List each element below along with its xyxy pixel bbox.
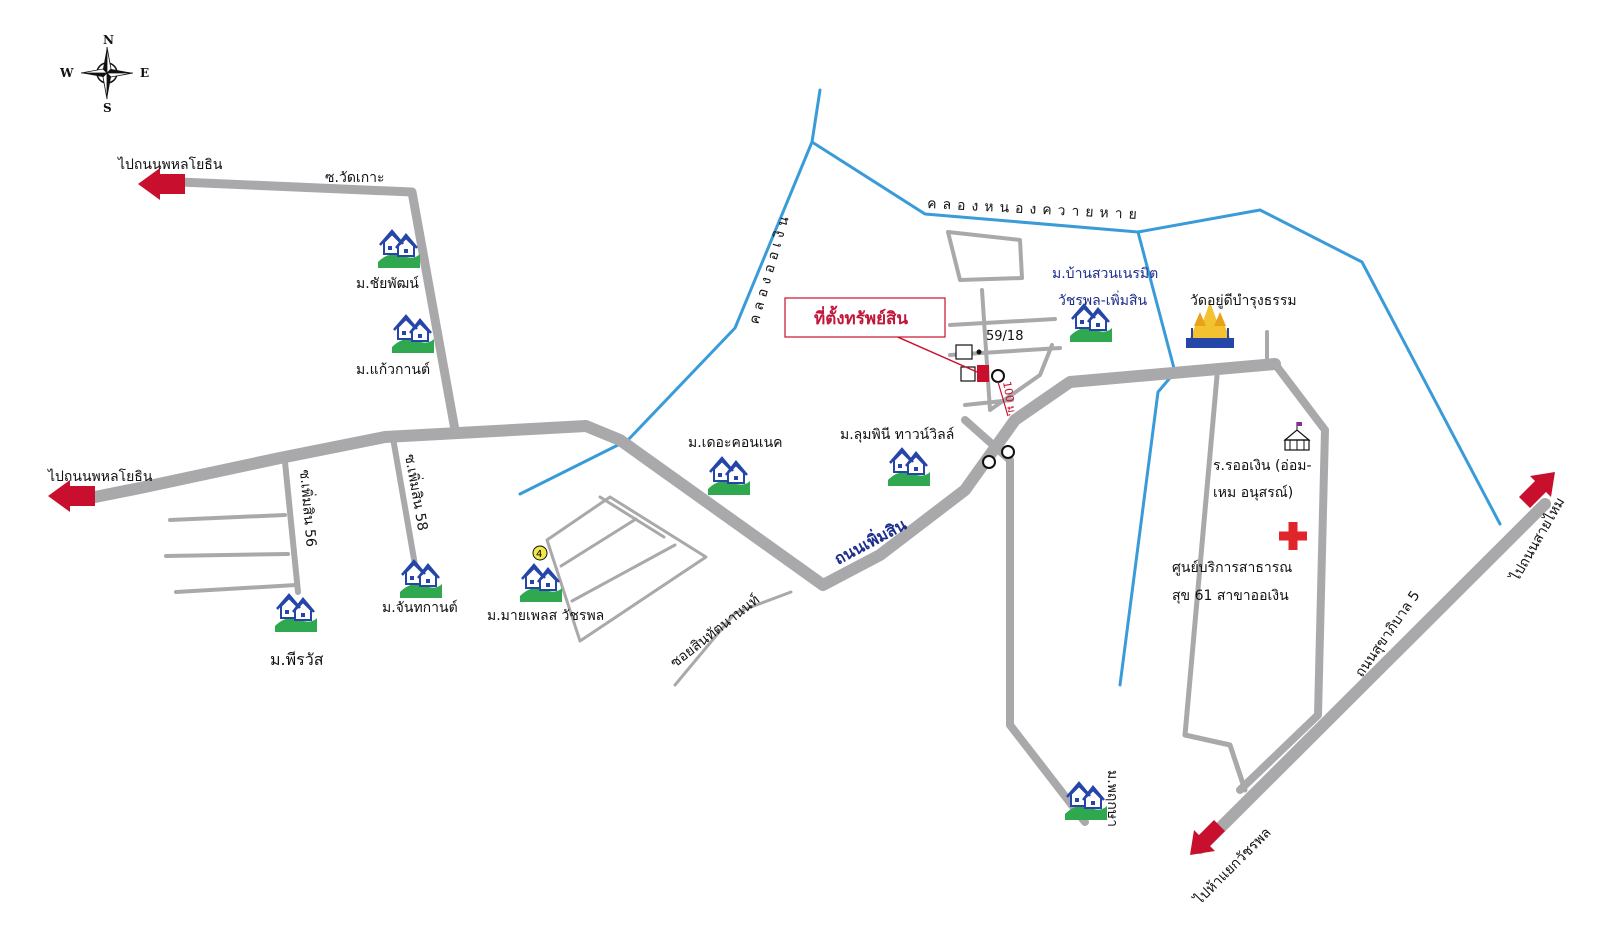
road-suan-spine	[980, 288, 1054, 412]
red-arrows	[48, 168, 1555, 855]
road-my-place	[545, 495, 708, 643]
property-label-box	[784, 297, 946, 338]
roads	[89, 177, 1551, 854]
distance-label: 100 ม.	[1000, 380, 1019, 417]
number-marker-label: 4	[536, 549, 542, 560]
village-label-pruksa: ม.พฤกษา	[1104, 770, 1120, 827]
village-label-suan-neramit-2: วัชรพล-เพิ่มสิน	[1058, 291, 1148, 309]
village-label-phiwat: ม.พีรวัส	[270, 650, 324, 669]
village-house-icon	[1068, 303, 1114, 344]
village-house-icon	[1063, 781, 1109, 822]
road-health-center	[1182, 373, 1248, 793]
red-arrow-icon[interactable]	[48, 480, 95, 512]
village-label-the-connect: ม.เดอะคอนเนค	[688, 435, 783, 451]
road-label-soi-sin-thanon: ซอยสินทัตนานนท์	[667, 591, 763, 671]
road-sukhaphiban5	[1194, 498, 1551, 854]
road-suan-row-3	[963, 398, 1014, 407]
road-east-loop	[1236, 360, 1329, 794]
road-soi-56-branch-3	[174, 583, 298, 594]
road-soi-56	[282, 459, 301, 595]
road-label-soi-56: ซ.เพิ่มสิน 56	[296, 469, 321, 548]
village-label-lumphini: ม.ลุมพินี ทาวน์วิลล์	[840, 426, 954, 443]
compass-rose-icon	[80, 46, 134, 100]
canal-khlong-nong-khwai	[810, 140, 1502, 526]
compass-e: E	[140, 66, 149, 80]
village-label-my-place: ม.มายเพลส วัชรพล	[487, 608, 604, 624]
health-center-label-line-1: ศูนย์บริการสาธารณ	[1172, 559, 1292, 576]
canal-branch	[1118, 230, 1177, 687]
road-soi-58	[390, 435, 418, 568]
compass-w: W	[59, 66, 74, 80]
arrow-label-to-phahon-left: ไปถนนพหลโยธิน	[47, 468, 153, 485]
village-house-icon	[886, 447, 932, 488]
road-wat-ko	[175, 177, 460, 435]
property-address: 59/18	[986, 329, 1023, 344]
traffic-signal-icon	[982, 369, 1015, 469]
red-arrow-icon[interactable]	[1190, 820, 1225, 855]
red-arrow-icon[interactable]	[138, 168, 185, 200]
health-center-label-line-2: สุข 61 สาขาออเงิน	[1172, 588, 1289, 604]
canal-label-khlong-nong-khwai: คลองหนองควายหาย	[927, 196, 1143, 223]
village-label-kaewkan: ม.แก้วกานต์	[356, 361, 430, 378]
red-cross-icon	[1279, 522, 1307, 550]
number-marker	[532, 545, 548, 561]
school-icon	[1283, 422, 1311, 451]
road-my-place-inner-2	[570, 543, 677, 603]
road-my-place-inner-1	[559, 517, 638, 568]
village-house-icon	[398, 559, 444, 600]
school-label-line-2: เหม อนุสรณ์)	[1213, 484, 1293, 501]
canal-khlong-ao-ngoen	[518, 88, 822, 496]
village-label-suan-neramit-1: ม.บ้านสวนเนรมิต	[1052, 266, 1158, 282]
school-label-line-1: ร.รออเงิน (อ่อม-	[1213, 458, 1312, 474]
canals	[518, 88, 1502, 687]
road-soi-56-branch-2	[164, 552, 290, 558]
village-house-icon	[273, 593, 319, 634]
road-my-place-inner-3	[598, 495, 666, 539]
road-main-west	[89, 358, 1281, 591]
road-pruksa	[961, 416, 1089, 826]
village-house-icon	[390, 314, 436, 355]
property-label: ที่ตั้งทรัพย์สิน	[814, 305, 908, 329]
road-label-soi-wat-ko: ซ.วัดเกาะ	[325, 170, 385, 186]
temple-label: วัดอยู่ดีบำรุงธรรม	[1190, 293, 1297, 309]
road-suan-row-1	[948, 317, 1057, 327]
road-suan-block-1	[946, 230, 1024, 282]
compass-n: N	[103, 33, 114, 47]
village-house-icon	[376, 229, 422, 270]
arrow-label-to-phahon-top: ไปถนนพหลโยธิน	[117, 156, 223, 173]
village-label-chaiyaphat: ม.ชัยพัฒน์	[356, 275, 419, 292]
compass-s: S	[103, 101, 112, 115]
village-label-chanthakan: ม.จันทกานต์	[382, 599, 458, 616]
temple-icon	[1186, 302, 1234, 348]
road-soi-sin-thanon	[673, 590, 793, 687]
village-house-icon	[706, 456, 752, 497]
road-soi-56-branch-1	[168, 513, 287, 522]
red-arrow-icon[interactable]	[1519, 472, 1555, 508]
